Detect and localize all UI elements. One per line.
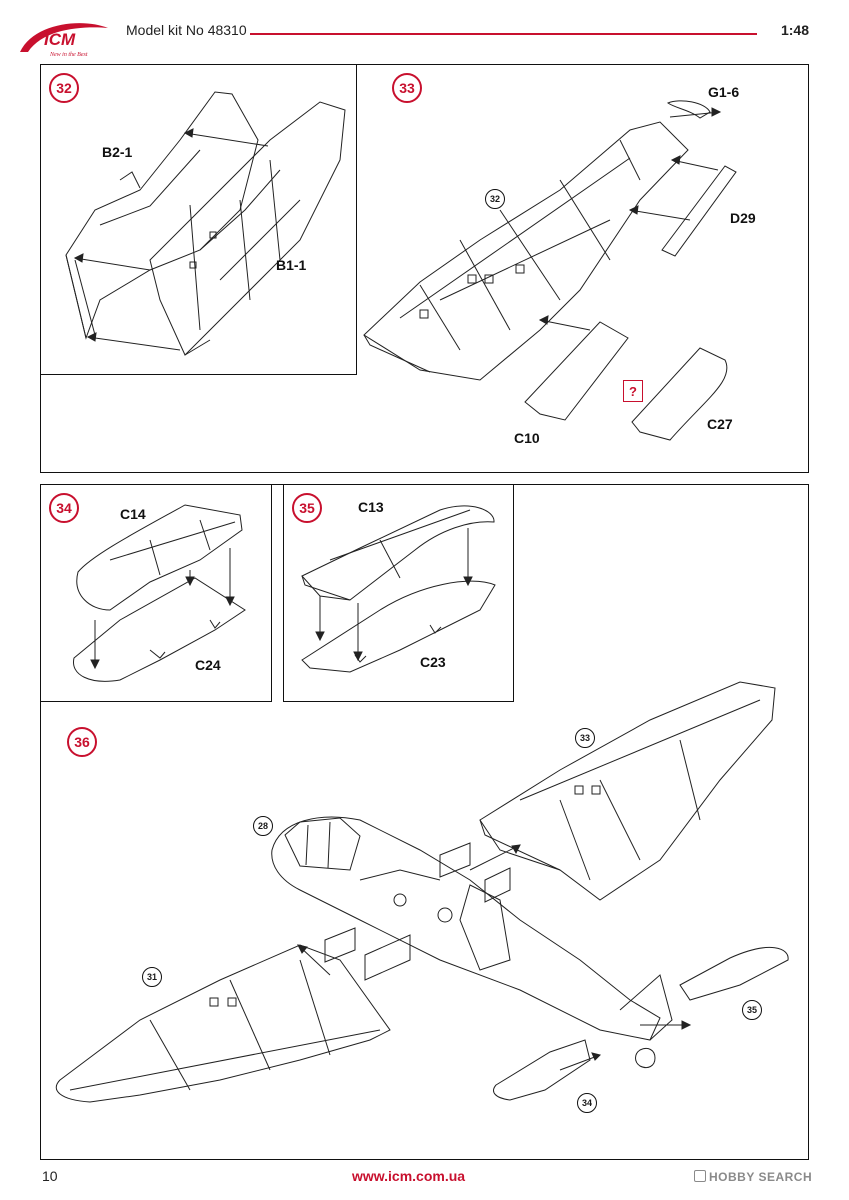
- svg-text:New in the Best: New in the Best: [49, 52, 88, 58]
- header-rule: [250, 33, 757, 35]
- step-36-badge: 36: [67, 727, 97, 757]
- part-label-c27: C27: [707, 416, 733, 432]
- watermark-text: HOBBY SEARCH: [709, 1170, 813, 1184]
- part-label-c10: C10: [514, 430, 540, 446]
- ref-step-35: 35: [742, 1000, 762, 1020]
- part-label-g1-6: G1-6: [708, 84, 740, 100]
- icm-logo: ICM New in the Best: [14, 18, 110, 60]
- scale-label: 1:48: [780, 22, 809, 38]
- part-label-b1-1: B1-1: [276, 257, 307, 273]
- website-link[interactable]: www.icm.com.ua: [352, 1168, 466, 1184]
- watermark-icon: [694, 1170, 706, 1182]
- step-35-badge: 35: [292, 493, 322, 523]
- model-kit-number: Model kit No 48310: [126, 22, 247, 38]
- ref-step-32: 32: [485, 189, 505, 209]
- part-label-c13: C13: [358, 499, 384, 515]
- part-label-c14: C14: [120, 506, 146, 522]
- part-label-d29: D29: [730, 210, 756, 226]
- page-number: 10: [42, 1168, 58, 1184]
- ref-step-33: 33: [575, 728, 595, 748]
- ref-step-31: 31: [142, 967, 162, 987]
- part-label-c24: C24: [195, 657, 221, 673]
- part-label-b2-1: B2-1: [102, 144, 133, 160]
- step-32-badge: 32: [49, 73, 79, 103]
- ref-step-34: 34: [577, 1093, 597, 1113]
- part-label-c23: C23: [420, 654, 446, 670]
- step-33-badge: 33: [392, 73, 422, 103]
- panel-step-34: [40, 484, 272, 702]
- watermark: HOBBY SEARCH: [694, 1170, 812, 1184]
- unused-part-marker: ?: [623, 380, 643, 402]
- panel-step-32: [40, 64, 357, 375]
- panel-step-35: [283, 484, 514, 702]
- ref-step-28: 28: [253, 816, 273, 836]
- svg-text:ICM: ICM: [44, 30, 76, 49]
- step-34-badge: 34: [49, 493, 79, 523]
